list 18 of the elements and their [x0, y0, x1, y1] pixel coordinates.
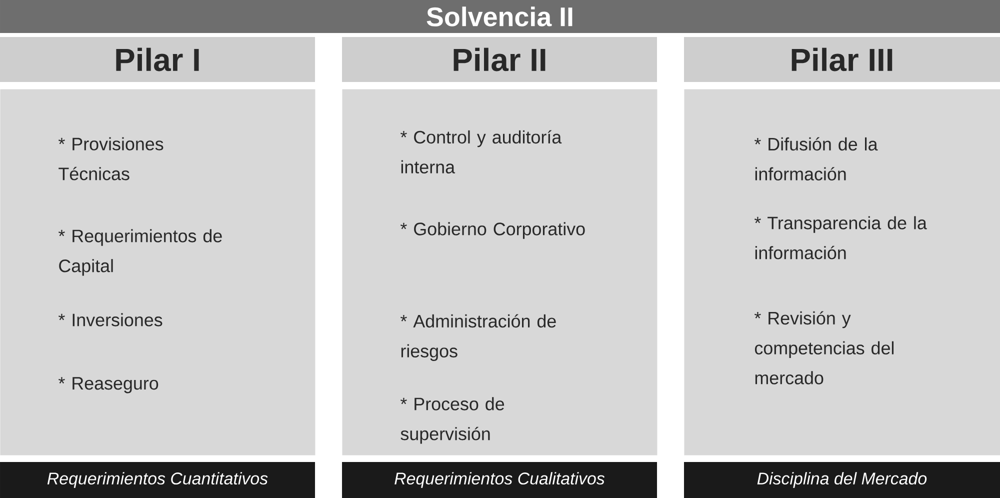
list-item: * Requerimientos de Capital — [58, 229, 222, 276]
title-band: Solvencia II — [0, 0, 1000, 33]
pillar-header: Pilar I — [0, 37, 315, 82]
list-item: * Revisión y competencias del mercado — [754, 311, 894, 384]
list-item: * Administración de riesgos — [400, 314, 556, 361]
list-item: * Reaseguro — [58, 377, 158, 394]
pillar-footer: Disciplina del Mercado — [684, 462, 1000, 498]
pillar-footer: Requerimientos Cualitativos — [342, 462, 657, 498]
list-item: * Difusión de la información — [754, 137, 878, 180]
list-item: * Inversiones — [58, 313, 162, 326]
list-item: * Transparencia de la información — [754, 216, 927, 260]
pillar-header: Pilar II — [342, 37, 657, 82]
pillar-footer: Requerimientos Cuantitativos — [0, 462, 315, 498]
list-item: * Gobierno Corporativo — [400, 222, 585, 239]
pillar-header: Pilar III — [684, 37, 1000, 82]
list-item: * Control y auditoría interna — [400, 130, 562, 174]
list-item: * Proceso de supervisión — [400, 397, 504, 444]
list-item: * Provisiones Técnicas — [58, 137, 164, 180]
